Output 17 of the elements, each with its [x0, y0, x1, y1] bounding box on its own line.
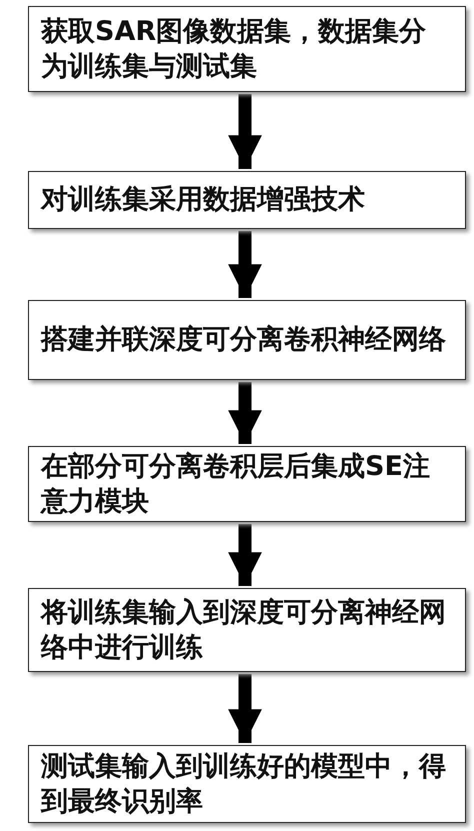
process-box: [28, 6, 466, 92]
arrow: [228, 524, 262, 586]
arrow: [228, 382, 262, 444]
process-box: [28, 171, 466, 229]
process-box: [28, 745, 466, 823]
arrow: [228, 94, 262, 169]
step-text: 测试集输入到训练好的模型中，得到最终识别率: [41, 750, 447, 819]
step-text: 在部分可分离卷积层后集成SE注意力模块: [41, 450, 431, 519]
step-text: 对训练集采用数据增强技术: [41, 183, 365, 218]
arrow: [228, 231, 262, 298]
process-box: [28, 588, 466, 672]
process-box: [28, 446, 466, 522]
step-text: 获取SAR图像数据集，数据集分为训练集与测试集: [41, 14, 428, 84]
step-text: 将训练集输入到深度可分离神经网络中进行训练: [41, 596, 447, 665]
process-box: [28, 300, 466, 380]
step-text: 搭建并联深度可分离卷积神经网络: [41, 323, 446, 358]
arrow: [228, 674, 262, 743]
